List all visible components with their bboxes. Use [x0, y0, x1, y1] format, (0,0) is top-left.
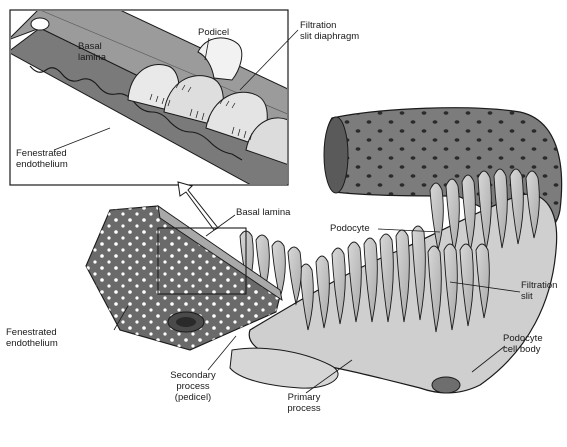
label-basal-lamina: Basal lamina	[236, 207, 290, 218]
label-inset-basal-lamina-line2: lamina	[78, 52, 106, 63]
label-filtration-slit: Filtration slit	[521, 280, 557, 302]
label-inset-basal-lamina-line1: Basal	[78, 41, 106, 52]
label-primary-process: Primary process	[274, 392, 334, 414]
magnification-arrow	[178, 182, 218, 230]
label-inset-fenestrated-endothelium: Fenestrated endothelium	[16, 148, 68, 170]
label-podocyte: Podocyte	[330, 223, 370, 234]
label-fenestrated-endothelium: Fenestrated endothelium	[6, 327, 58, 349]
label-filtration-slit-line2: slit	[521, 291, 557, 302]
label-filtration-slit-diaphragm-line1: Filtration	[300, 20, 359, 31]
label-podocyte-cell-body: Podocyte cell body	[503, 333, 543, 355]
label-inset-fenestrated-line1: Fenestrated	[16, 148, 68, 159]
label-filtration-slit-diaphragm-line2: slit diaphragm	[300, 31, 359, 42]
label-inset-podicel: Podicel	[198, 27, 229, 38]
label-inset-fenestrated-line2: endothelium	[16, 159, 68, 170]
label-primary-process-line2: process	[274, 403, 334, 414]
label-secondary-process-line1: Secondary	[158, 370, 228, 381]
label-secondary-process-line2: process	[158, 381, 228, 392]
label-fenestrated-endothelium-line1: Fenestrated	[6, 327, 58, 338]
label-secondary-process: Secondary process (pedicel)	[158, 370, 228, 403]
label-podocyte-cell-body-line2: cell body	[503, 344, 543, 355]
label-podocyte-cell-body-line1: Podocyte	[503, 333, 543, 344]
label-fenestrated-endothelium-line2: endothelium	[6, 338, 58, 349]
label-secondary-process-line3: (pedicel)	[158, 392, 228, 403]
label-inset-basal-lamina: Basal lamina	[78, 41, 106, 63]
label-primary-process-line1: Primary	[274, 392, 334, 403]
label-inset-filtration-slit-diaphragm: Filtration slit diaphragm	[300, 20, 359, 42]
label-filtration-slit-line1: Filtration	[521, 280, 557, 291]
